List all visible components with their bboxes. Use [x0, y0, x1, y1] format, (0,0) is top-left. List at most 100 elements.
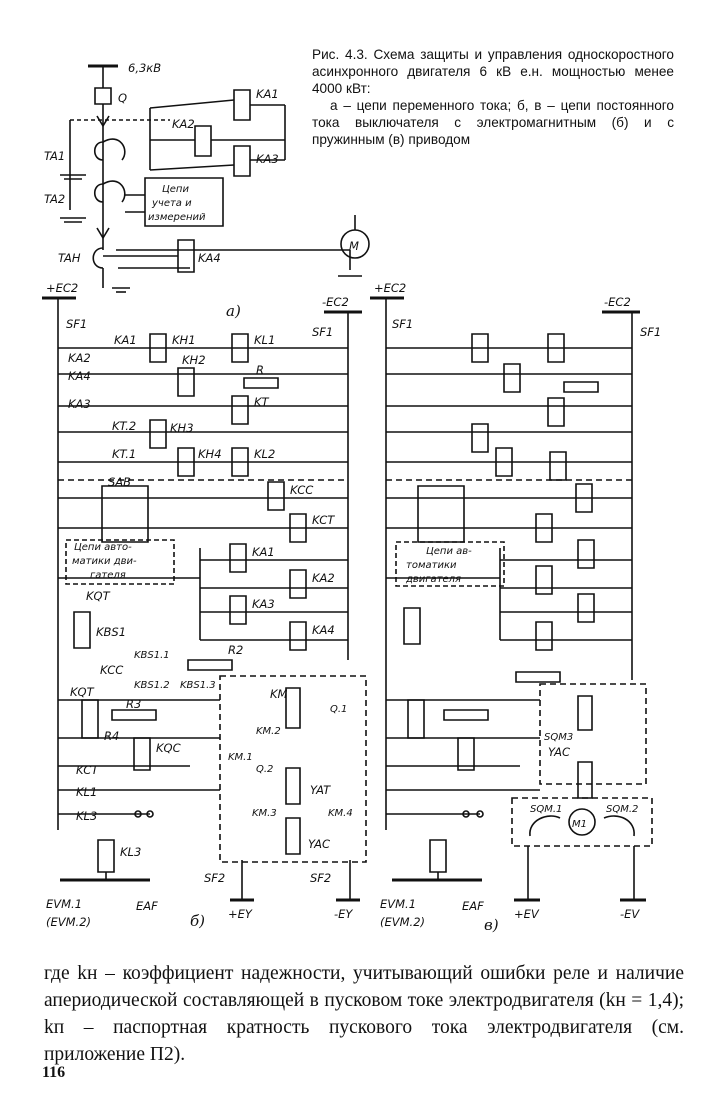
- panel-a-box-line1: Цепи: [162, 184, 189, 195]
- panel-b-kbs1-3: KBS1.3: [180, 680, 216, 691]
- panel-a-ta1: TA1: [44, 149, 65, 163]
- panel-b-box-line1: Цепи авто-: [74, 542, 132, 553]
- panel-b-ka1: KA1: [114, 333, 137, 347]
- panel-b-evm1: EVM.1: [46, 897, 82, 911]
- panel-b-kcc-contact: KCC: [100, 663, 123, 677]
- panel-c-evm1: EVM.1: [380, 897, 416, 911]
- panel-a-label: а): [226, 302, 241, 320]
- panel-a-tan: TAH: [58, 251, 81, 265]
- panel-b-ka4-coil: KA4: [312, 623, 335, 637]
- panel-c-label: в): [484, 916, 499, 934]
- panel-c-eaf: EAF: [462, 899, 484, 913]
- panel-b-box-line3: гателя: [90, 570, 126, 581]
- panel-b-ka3: KA3: [68, 397, 91, 411]
- panel-b-ka4: KA4: [68, 369, 91, 383]
- panel-b-r2: R2: [228, 643, 243, 657]
- panel-b-r: R: [256, 363, 264, 377]
- panel-c-motor-m1: M1: [572, 819, 587, 830]
- panel-b-kbs1-2: KBS1.2: [134, 680, 170, 691]
- panel-b-kqt: KQT: [86, 589, 111, 603]
- panel-b-kl3-coil: KL3: [120, 845, 141, 859]
- panel-b-sf-right: SF1: [312, 325, 333, 339]
- panel-b-eaf: EAF: [136, 899, 158, 913]
- panel-a-relay-ka1: KA1: [256, 87, 279, 101]
- panel-a-relay-ka4: KA4: [198, 251, 221, 265]
- panel-a-box-line3: измерений: [148, 212, 206, 223]
- circuit-diagram: 6,3кВ Q TA1 TA2 TAH KA1 KA2 KA3 KA4 Цепи…: [0, 61, 661, 934]
- panel-b-kbs1-1: KBS1.1: [134, 650, 170, 661]
- panel-b-kct: KCT: [312, 513, 335, 527]
- panel-b-kl1: KL1: [254, 333, 275, 347]
- panel-c-bus-minus: -EC2: [604, 295, 631, 309]
- panel-b-kh1: KH1: [172, 333, 196, 347]
- panel-b-kh3: KH3: [170, 421, 194, 435]
- panel-b-km4: KM.4: [328, 808, 353, 819]
- panel-b-kl1-contact: KL1: [76, 785, 97, 799]
- panel-b-kt: KT: [254, 395, 270, 409]
- caption-parts: а – цепи переменного тока; б, в – цепи п…: [312, 98, 674, 147]
- motor-m: M: [349, 239, 359, 253]
- panel-b-sf-left: SF1: [66, 317, 87, 331]
- panel-b-kqt-2: KQT: [70, 685, 95, 699]
- panel-b-kl2: KL2: [254, 447, 275, 461]
- panel-b-ka1-coil: KA1: [252, 545, 275, 559]
- panel-b-kcc: KCC: [290, 483, 313, 497]
- panel-b-box-line2: матики дви-: [72, 556, 137, 567]
- panel-a-breaker-label: Q: [118, 91, 127, 105]
- panel-a-box-line2: учета и: [151, 198, 192, 209]
- panel-b-bus-plus: +EC2: [46, 281, 78, 295]
- panel-b-km1: KM.1: [228, 752, 253, 763]
- page-number: 116: [42, 1064, 66, 1081]
- panel-c-evm2: (EVM.2): [380, 915, 425, 929]
- figure-caption: Рис. 4.3. Схема защиты и управления одно…: [312, 46, 674, 148]
- panel-b-ka2: KA2: [68, 351, 91, 365]
- panel-b-dc-electromagnetic: [42, 298, 366, 900]
- panel-b-kqc: KQC: [156, 741, 181, 755]
- panel-b-r3: R3: [126, 697, 141, 711]
- panel-c-sf-right: SF1: [640, 325, 661, 339]
- panel-c-plus-ev: +EV: [514, 907, 540, 921]
- panel-b-minus-ey: -EY: [334, 907, 353, 921]
- body-paragraph: где kн – коэффициент надежности, учитыва…: [44, 963, 684, 1065]
- panel-b-yat: YAT: [310, 783, 331, 797]
- panel-a-relay-ka3: KA3: [256, 152, 279, 166]
- panel-a-ta2: TA2: [44, 192, 65, 206]
- panel-b-km: KM: [270, 687, 288, 701]
- panel-b-kl3-contact: KL3: [76, 809, 97, 823]
- panel-c-yac: YAC: [548, 745, 570, 759]
- panel-c-sqm3: SQM3: [544, 732, 573, 743]
- panel-b-label: б): [190, 912, 205, 930]
- panel-c-dc-spring: [370, 298, 652, 900]
- panel-b-sf2-right: SF2: [310, 871, 331, 885]
- panel-c-sqm2: SQM.2: [606, 804, 638, 815]
- panel-b-ka3-coil: KA3: [252, 597, 275, 611]
- panel-c-minus-ev: -EV: [620, 907, 640, 921]
- panel-b-kbs1: KBS1: [96, 625, 126, 639]
- panel-b-q1: Q.1: [330, 704, 347, 715]
- panel-b-yac: YAC: [308, 837, 330, 851]
- panel-b-sab: SAB: [108, 475, 131, 489]
- panel-c-box-line2: томатики: [406, 560, 457, 571]
- panel-b-kt2: KT.2: [112, 419, 136, 433]
- panel-c-bus-plus: +EC2: [374, 281, 406, 295]
- panel-b-ka2-coil: KA2: [312, 571, 335, 585]
- panel-b-km3: KM.3: [252, 808, 277, 819]
- panel-c-sqm1: SQM.1: [530, 804, 562, 815]
- panel-c-box-line1: Цепи ав-: [426, 546, 472, 557]
- panel-b-q2: Q.2: [256, 764, 273, 775]
- panel-b-r4: R4: [104, 729, 119, 743]
- panel-b-plus-ey: +EY: [228, 907, 253, 921]
- panel-b-sf2-left: SF2: [204, 871, 225, 885]
- panel-a-ac-circuits: [60, 66, 369, 292]
- panel-a-voltage: 6,3кВ: [128, 61, 161, 75]
- panel-a-relay-ka2: KA2: [172, 117, 195, 131]
- panel-b-kh2: KH2: [182, 353, 206, 367]
- panel-b-kt1: KT.1: [112, 447, 136, 461]
- panel-b-evm2: (EVM.2): [46, 915, 91, 929]
- panel-b-km2: KM.2: [256, 726, 281, 737]
- panel-c-box-line3: двигателя: [405, 574, 461, 585]
- panel-c-sf-left: SF1: [392, 317, 413, 331]
- panel-b-kct-contact: KCT: [76, 763, 99, 777]
- caption-title: Рис. 4.3. Схема защиты и управления одно…: [312, 47, 674, 96]
